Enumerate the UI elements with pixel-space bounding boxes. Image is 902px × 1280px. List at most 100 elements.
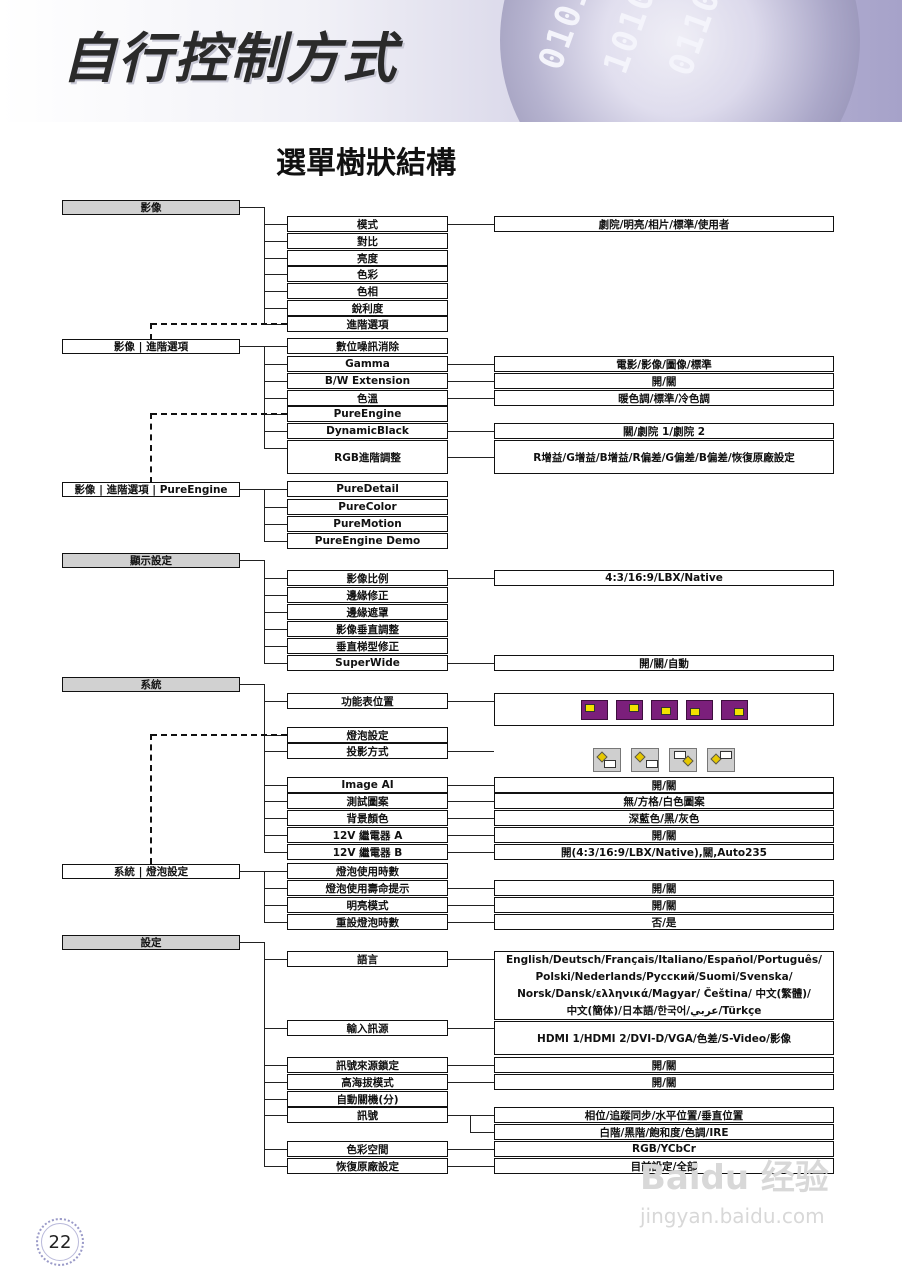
connector [448, 852, 494, 853]
menu-item-test-pattern: 測試圖案 [287, 793, 448, 809]
dashed-link [151, 413, 287, 415]
connector [240, 207, 264, 208]
dashed-link [150, 323, 152, 340]
dashed-link [150, 413, 152, 483]
connector [264, 959, 287, 960]
signal-options-2: 白階/黑階/飽和度/色調/IRE [494, 1124, 834, 1140]
relay-b-options: 開(4:3/16:9/LBX/Native),關,Auto235 [494, 844, 834, 860]
page-number: 22 [36, 1218, 84, 1266]
category-image: 影像 [62, 200, 240, 215]
factory-reset-options: 目前設定/全部 [494, 1158, 834, 1174]
connector [240, 684, 264, 685]
test-pattern-options: 無/方格/白色圖案 [494, 793, 834, 809]
menu-center-icon [650, 699, 678, 720]
menu-item-auto-shutdown: 自動關機(分) [287, 1091, 448, 1107]
connector [264, 785, 287, 786]
connector [240, 489, 287, 490]
connector [264, 663, 287, 664]
connector [264, 291, 287, 292]
relay-a-options: 開/關 [494, 827, 834, 843]
connector [264, 241, 287, 242]
connector [264, 431, 287, 432]
source-lock-options: 開/關 [494, 1057, 834, 1073]
menu-item-v-keystone: 垂直梯型修正 [287, 638, 448, 654]
connector [264, 612, 287, 613]
menu-item-noise-reduction: 數位噪訊消除 [287, 338, 448, 354]
front-desk-icon [593, 748, 621, 772]
language-line: 中文(簡体)/日本語/한국어/عربي/Türkçe [566, 1004, 762, 1017]
color-space-options: RGB/YCbCr [494, 1141, 834, 1157]
menu-item-bright-mode: 明亮模式 [287, 897, 448, 913]
connector [264, 835, 287, 836]
connector [448, 1115, 494, 1116]
connector [264, 258, 287, 259]
menu-item-menu-location: 功能表位置 [287, 693, 448, 709]
watermark-brand: Baidu 经验 [640, 1158, 829, 1198]
rgb-options: R增益/G增益/B增益/R偏差/G偏差/B偏差/恢復原廠設定 [494, 440, 834, 474]
high-altitude-options: 開/關 [494, 1074, 834, 1090]
connector [264, 364, 287, 365]
category-display: 顯示設定 [62, 553, 240, 568]
connector [264, 274, 287, 275]
menu-location-icons [494, 693, 834, 726]
connector [240, 942, 264, 943]
disc-graphic [500, 0, 860, 122]
connector [448, 751, 494, 752]
connector [264, 507, 287, 508]
connector [448, 701, 494, 702]
gamma-options: 電影/影像/圖像/標準 [494, 356, 834, 372]
menu-item-source-lock: 訊號來源鎖定 [287, 1057, 448, 1073]
menu-item-projection: 投影方式 [287, 743, 448, 759]
menu-item-dynamic-black: DynamicBlack [287, 423, 448, 439]
connector [448, 905, 494, 906]
connector [448, 1082, 494, 1083]
connector [448, 801, 494, 802]
page-number-text: 22 [48, 1231, 72, 1253]
input-source-options: HDMI 1/HDMI 2/DVI-D/VGA/色差/S-Video/影像 [494, 1021, 834, 1055]
connector [448, 663, 494, 664]
menu-item-lamp-settings: 燈泡設定 [287, 727, 448, 743]
signal-options-1: 相位/追蹤同步/水平位置/垂直位置 [494, 1107, 834, 1123]
lamp-reminder-options: 開/關 [494, 880, 834, 896]
connector [470, 1132, 494, 1133]
connector [264, 1149, 287, 1150]
header-banner: 0101 1010 0110 [0, 0, 902, 122]
menu-item-aspect-ratio: 影像比例 [287, 570, 448, 586]
connector [448, 578, 494, 579]
connector [264, 751, 287, 752]
category-advanced: 影像 | 進階選項 [62, 339, 240, 354]
projection-icons [584, 746, 744, 774]
mode-options: 劇院/明亮/相片/標準/使用者 [494, 216, 834, 232]
connector [264, 308, 287, 309]
connector [264, 629, 287, 630]
menu-item-sharpness: 銳利度 [287, 300, 448, 316]
menu-item-advanced: 進階選項 [287, 316, 448, 332]
menu-item-v-image-shift: 影像垂直調整 [287, 621, 448, 637]
category-lamp: 系統 | 燈泡設定 [62, 864, 240, 879]
menu-bottom-right-icon [720, 699, 748, 720]
menu-item-language: 語言 [287, 951, 448, 967]
category-setup: 設定 [62, 935, 240, 950]
connector [448, 457, 494, 458]
connector [448, 818, 494, 819]
front-ceiling-icon [669, 748, 697, 772]
connector [264, 1065, 287, 1066]
language-line: Norsk/Dansk/ελληνικά/Magyar/ Čeština/ 中文… [517, 987, 811, 1000]
connector [264, 1028, 287, 1029]
page-title: 自行控制方式 [62, 27, 398, 90]
connector [264, 346, 265, 448]
connector [264, 684, 265, 852]
connector [264, 224, 287, 225]
connector [264, 888, 287, 889]
connector [264, 942, 265, 1166]
menu-item-puremotion: PureMotion [287, 516, 448, 532]
connector [448, 431, 494, 432]
connector [264, 852, 287, 853]
menu-top-left-icon [580, 699, 608, 720]
menu-item-bw-extension: B/W Extension [287, 373, 448, 389]
menu-bottom-left-icon [685, 699, 713, 720]
connector [448, 398, 494, 399]
connector [264, 1166, 287, 1167]
connector [448, 1065, 494, 1066]
connector [264, 701, 287, 702]
